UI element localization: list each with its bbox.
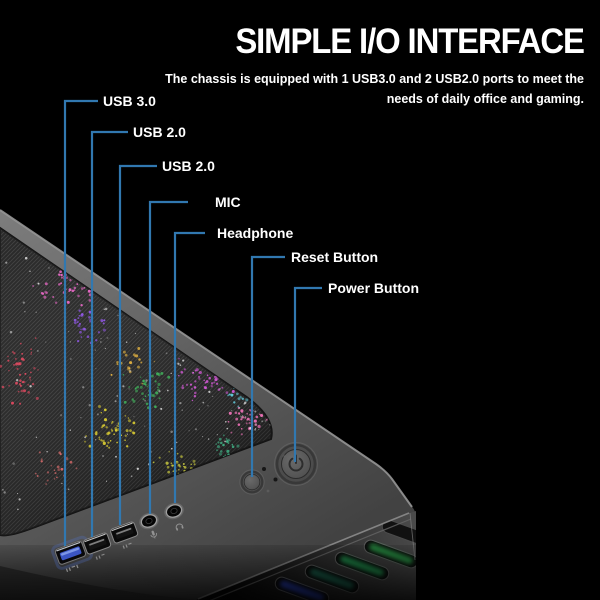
description-line-2: needs of daily office and gaming.: [386, 91, 584, 106]
callout-line-mic: [148, 200, 188, 514]
usb3-marking: [65, 564, 79, 573]
callout-line-usb2-2: [118, 164, 157, 525]
usb2-marking-1: [95, 553, 105, 560]
mic-jack: [139, 512, 159, 530]
usb2-marking-2: [122, 542, 132, 549]
io-ports: [51, 442, 318, 573]
headphone-icon: [175, 523, 184, 531]
mic-icon: [150, 530, 158, 539]
power-led: [273, 477, 278, 482]
front-left-shadow: [0, 566, 200, 600]
top-edge-highlight: [0, 209, 413, 508]
header: SIMPLE I/O INTERFACE The chassis is equi…: [165, 22, 585, 109]
rgb-fan-glow: [0, 256, 272, 511]
hdd-led: [262, 467, 266, 471]
usb2-port-2: [110, 521, 139, 544]
page-title: SIMPLE I/O INTERFACE: [235, 22, 585, 61]
bottom-shadow: [0, 545, 416, 600]
callout-line-reset: [250, 255, 285, 477]
usb2-port-1: [83, 532, 112, 555]
pc-case: [0, 209, 416, 600]
description: The chassis is equipped with 1 USB3.0 an…: [165, 69, 584, 109]
callout-line-usb3: [63, 99, 98, 546]
led-mark: [266, 489, 270, 493]
callout-line-usb2-1: [90, 130, 128, 537]
callout-lines: [63, 99, 322, 546]
callout-line-headphone: [173, 231, 205, 503]
description-line-1: The chassis is equipped with 1 USB3.0 an…: [165, 71, 584, 86]
callout-line-power: [293, 286, 322, 462]
headphone-jack: [164, 502, 184, 520]
led-mark-2: [282, 454, 286, 458]
